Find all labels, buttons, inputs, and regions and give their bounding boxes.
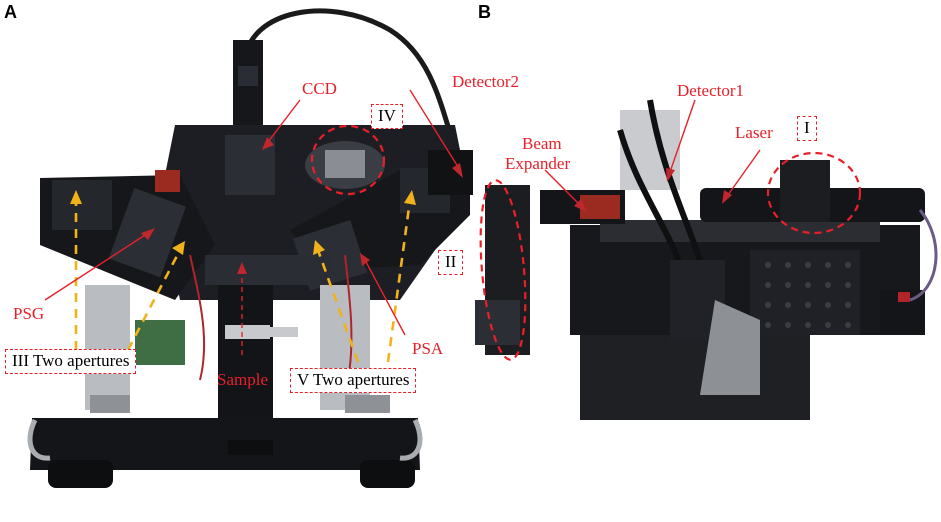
panel-label-a: A <box>4 2 17 22</box>
panel-label-b: B <box>478 2 491 22</box>
label-iii-two-apertures: III Two apertures <box>5 349 137 374</box>
label-ii: II <box>438 250 464 275</box>
label-psa: PSA <box>412 339 444 358</box>
label-expander: Expander <box>505 154 571 173</box>
label-detector2: Detector2 <box>452 72 520 91</box>
panel-a-apparatus <box>27 8 473 488</box>
label-laser: Laser <box>735 123 773 142</box>
label-psg: PSG <box>13 304 45 323</box>
label-v-two-apertures: V Two apertures <box>290 368 417 393</box>
label-ccd: CCD <box>302 79 337 98</box>
label-iv: IV <box>371 104 403 129</box>
label-detector1: Detector1 <box>677 81 745 100</box>
label-beam: Beam <box>522 134 562 153</box>
panel-b-apparatus <box>475 99 938 420</box>
label-sample: Sample <box>217 370 268 389</box>
label-i: I <box>797 116 817 141</box>
